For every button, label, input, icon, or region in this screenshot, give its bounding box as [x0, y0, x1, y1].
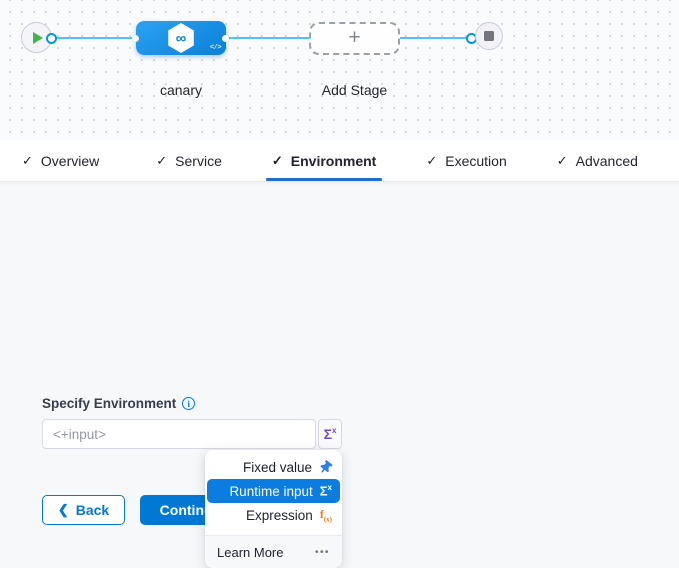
tab-overview[interactable]: ✓ Overview: [16, 140, 105, 181]
back-label: Back: [75, 502, 110, 518]
connector-line: [54, 37, 138, 39]
tab-execution[interactable]: ✓ Execution: [420, 140, 512, 181]
sigma-icon: Σx: [323, 426, 337, 442]
tab-label: Overview: [40, 152, 100, 169]
connector-line: [399, 37, 469, 39]
specify-environment-label: Specify Environment: [42, 396, 177, 411]
stage-name-label: canary: [159, 82, 203, 98]
pipeline-canvas[interactable]: ∞ </> + canary Add Stage: [0, 0, 679, 140]
cd-hexagon-icon: ∞: [168, 23, 194, 53]
expression-icon: f(x): [319, 506, 332, 524]
menu-item-fixed-value[interactable]: Fixed value: [207, 455, 340, 479]
ellipsis-icon[interactable]: •••: [314, 546, 330, 558]
check-icon: ✓: [156, 152, 168, 168]
stage-node-canary[interactable]: ∞ </>: [136, 21, 226, 55]
stop-icon: [484, 31, 494, 41]
connector-line: [224, 37, 311, 39]
check-icon: ✓: [271, 152, 283, 168]
infinity-icon: ∞: [175, 29, 187, 47]
pin-icon: [320, 459, 333, 473]
input-type-dropdown: Fixed value Runtime input Σx Expression …: [205, 450, 342, 568]
sigma-icon: Σx: [319, 483, 332, 499]
menu-item-runtime-input[interactable]: Runtime input Σx: [207, 479, 340, 503]
tab-service[interactable]: ✓ Service: [150, 140, 228, 181]
plus-icon: +: [348, 26, 361, 49]
code-icon: </>: [209, 44, 222, 52]
chevron-left-icon: ❮: [57, 501, 69, 517]
tab-label: Execution: [445, 152, 507, 169]
connector-port: [222, 34, 229, 42]
play-icon: [33, 31, 43, 44]
tab-advanced[interactable]: ✓ Advanced: [551, 140, 644, 181]
menu-item-label: Expression: [246, 507, 313, 523]
pipeline-end-node[interactable]: [475, 22, 503, 50]
add-stage-label: Add Stage: [321, 82, 388, 98]
connector-port: [132, 34, 139, 42]
environment-panel: Specify Environment i Σx ❮ Back Continue…: [0, 182, 679, 568]
tab-label: Service: [175, 152, 222, 169]
learn-more-row[interactable]: Learn More •••: [205, 535, 342, 568]
check-icon: ✓: [22, 152, 33, 168]
tab-label: Environment: [290, 152, 377, 169]
menu-item-label: Runtime input: [229, 483, 313, 499]
tab-label: Advanced: [575, 152, 638, 169]
check-icon: ✓: [426, 152, 438, 168]
back-button[interactable]: ❮ Back: [42, 495, 125, 525]
tab-environment[interactable]: ✓ Environment: [265, 140, 383, 181]
connector-port[interactable]: [46, 32, 57, 44]
environment-input[interactable]: [42, 419, 316, 449]
check-icon: ✓: [556, 152, 568, 168]
menu-item-expression[interactable]: Expression f(x): [207, 503, 340, 527]
stage-config-tabbar: ✓ Overview ✓ Service ✓ Environment ✓ Exe…: [0, 140, 679, 182]
learn-more-label: Learn More: [217, 544, 284, 560]
add-stage-button[interactable]: +: [309, 22, 400, 55]
info-icon[interactable]: i: [182, 397, 196, 410]
input-type-selector-button[interactable]: Σx: [318, 419, 342, 449]
specify-environment-label-row: Specify Environment i: [42, 396, 196, 411]
menu-item-label: Fixed value: [242, 459, 312, 475]
